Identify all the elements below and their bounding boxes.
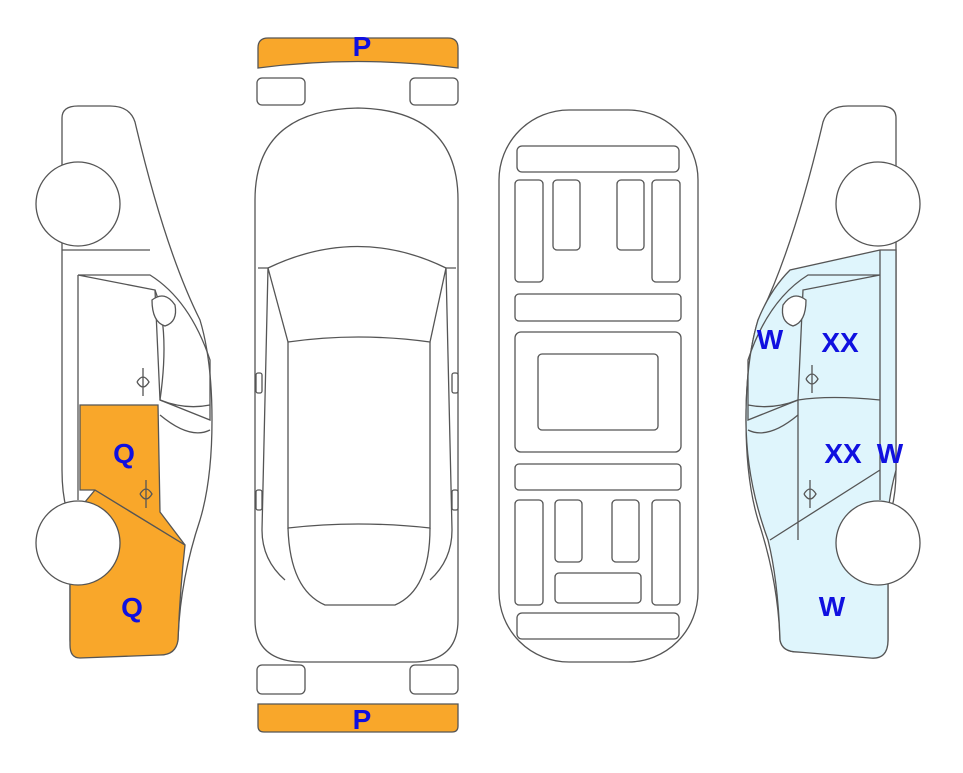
ub-crossmember-1 [514,293,682,322]
label-rear-bumper: P [353,704,372,735]
front-right-light [409,77,459,106]
label-right-front-door: XX [824,438,862,469]
underbody-view [498,109,699,663]
ub-front-left-inner [552,179,581,251]
ub-front-right-inner [616,179,645,251]
rear-left-light [256,664,306,695]
label-front-bumper: P [353,31,372,62]
top-left-mirror [255,372,263,394]
rear-bumper-panel[interactable] [257,703,459,733]
ub-rear-center [554,572,642,604]
ub-rear-right-inner [611,499,640,563]
rear-right-light [409,664,459,695]
ub-front-right-well [651,179,681,283]
top-body-outline [254,107,459,663]
left-side-view [35,105,213,659]
front-left-light [256,77,306,106]
top-right-mirror [451,372,459,394]
right-door-lines [769,250,881,541]
top-view [254,107,459,663]
left-windshield-line [159,399,211,434]
right-rear-wheel [835,161,921,247]
left-mirror [151,295,177,327]
top-left-mirror-rear [255,489,263,511]
left-front-wheel [35,500,121,586]
left-rear-wheel [35,161,121,247]
label-left-front-door: Q [113,438,135,469]
top-roof [287,342,431,529]
top-rear-window [287,527,431,606]
ub-front-left-well [514,179,544,283]
label-right-b-pillar: W [877,438,904,469]
right-mirror [781,295,807,327]
top-bumper-group [256,37,459,106]
right-front-wheel [835,500,921,586]
label-right-a-pillar: W [757,324,784,355]
top-side-lines [258,267,456,581]
bottom-bumper-group [256,664,459,733]
front-bumper-panel[interactable] [257,37,459,69]
left-handle-upper [136,368,150,396]
left-handle-lower [139,480,153,508]
ub-rear-left-inner [554,499,583,563]
ub-rear-bar [516,612,680,640]
label-left-front-fender: Q [121,592,143,623]
ub-rear-right-well [651,499,681,606]
right-handle-upper [805,365,819,393]
right-windshield-line [747,399,799,434]
ub-mid-panel [537,353,659,431]
left-window-frame [77,274,211,421]
ub-crossmember-2 [514,463,682,491]
label-right-front-fender: W [819,591,846,622]
top-right-mirror-rear [451,489,459,511]
right-side-view [745,105,921,659]
damage-labels: P P Q Q W XX XX W W [113,31,904,735]
right-window-frame [747,274,881,421]
label-right-rear-door: XX [821,327,859,358]
left-front-door-panel[interactable] [79,404,186,546]
right-handle-lower [803,480,817,508]
ub-rear-left-well [514,499,544,606]
ub-front-bar [516,145,680,173]
